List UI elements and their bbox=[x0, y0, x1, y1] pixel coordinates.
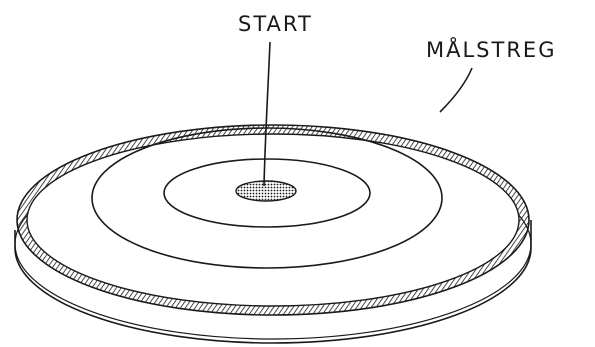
goal-line-label: MÅLSTREG bbox=[426, 40, 556, 61]
start-spot bbox=[236, 181, 296, 201]
start-label: START bbox=[238, 14, 313, 35]
goal-line-pointer bbox=[440, 68, 472, 112]
